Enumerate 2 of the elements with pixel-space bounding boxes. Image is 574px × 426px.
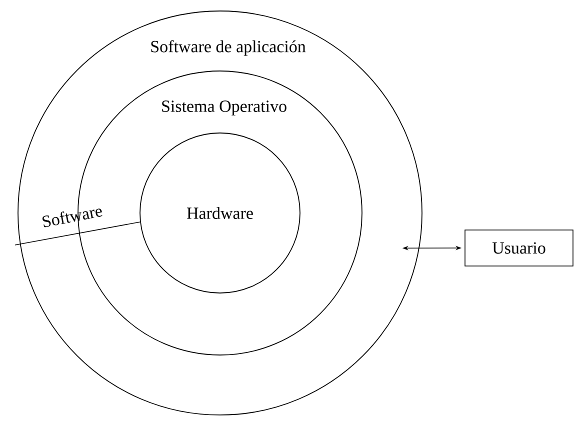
user-box: Usuario	[464, 230, 574, 266]
region-label: Software	[42, 208, 102, 228]
